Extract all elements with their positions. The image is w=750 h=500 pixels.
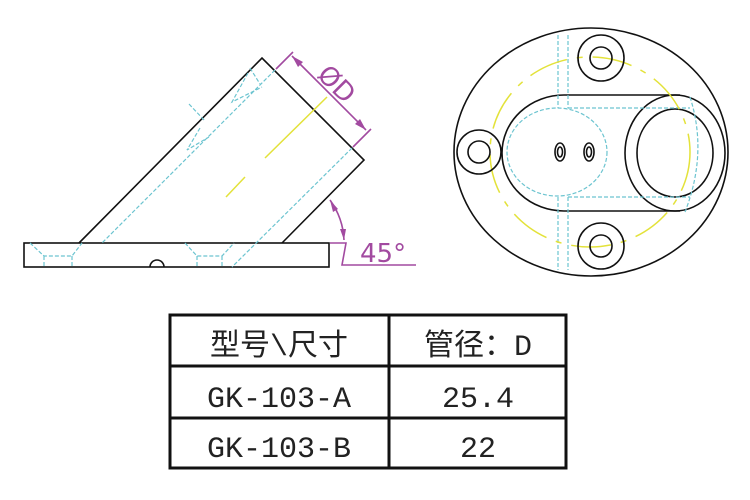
hidden-line: [231, 147, 353, 268]
hidden-lines: [557, 35, 699, 270]
tube-inner: [636, 108, 714, 198]
bolt-hole-top: [577, 34, 625, 82]
bolt-hole-left: [456, 129, 502, 175]
arrowheads: [330, 200, 346, 240]
angle-label: 45°: [360, 239, 406, 269]
countersink-holes: [29, 242, 235, 267]
angle-leader: [330, 242, 416, 266]
arrowheads: [292, 56, 366, 130]
tube-outline: [78, 56, 366, 244]
extension-line: [275, 51, 294, 70]
hidden-ellipse: [506, 107, 608, 197]
extension-line: [352, 128, 372, 148]
center-line: [225, 176, 246, 198]
top-view: [453, 27, 729, 277]
base-circle: [453, 27, 729, 277]
center-line: [264, 96, 328, 159]
set-screw-holes: [186, 67, 263, 151]
bolt-hole-bottom: [577, 222, 625, 270]
header-model-size: 型号\尺寸: [210, 329, 348, 365]
cell-diameter: 25.4: [442, 383, 514, 417]
diameter-label: ØD: [311, 60, 361, 110]
slot-outline: [501, 94, 680, 212]
base-plate: [23, 242, 330, 268]
set-screw-holes: [554, 142, 595, 162]
side-view: ØD 45°: [23, 51, 416, 269]
hidden-line: [101, 69, 276, 244]
cell-model: GK-103-B: [207, 433, 351, 467]
tube-outer: [624, 94, 726, 212]
header-pipe-diameter: 管径：D: [424, 329, 532, 365]
cell-diameter: 22: [460, 433, 496, 467]
cell-model: GK-103-A: [207, 383, 351, 417]
drain-notch: [149, 259, 165, 268]
dimension-line: [291, 55, 367, 131]
bolt-circle: [489, 56, 691, 248]
size-table: 型号\尺寸 管径：D GK-103-A 25.4 GK-103-B 22: [168, 313, 568, 470]
